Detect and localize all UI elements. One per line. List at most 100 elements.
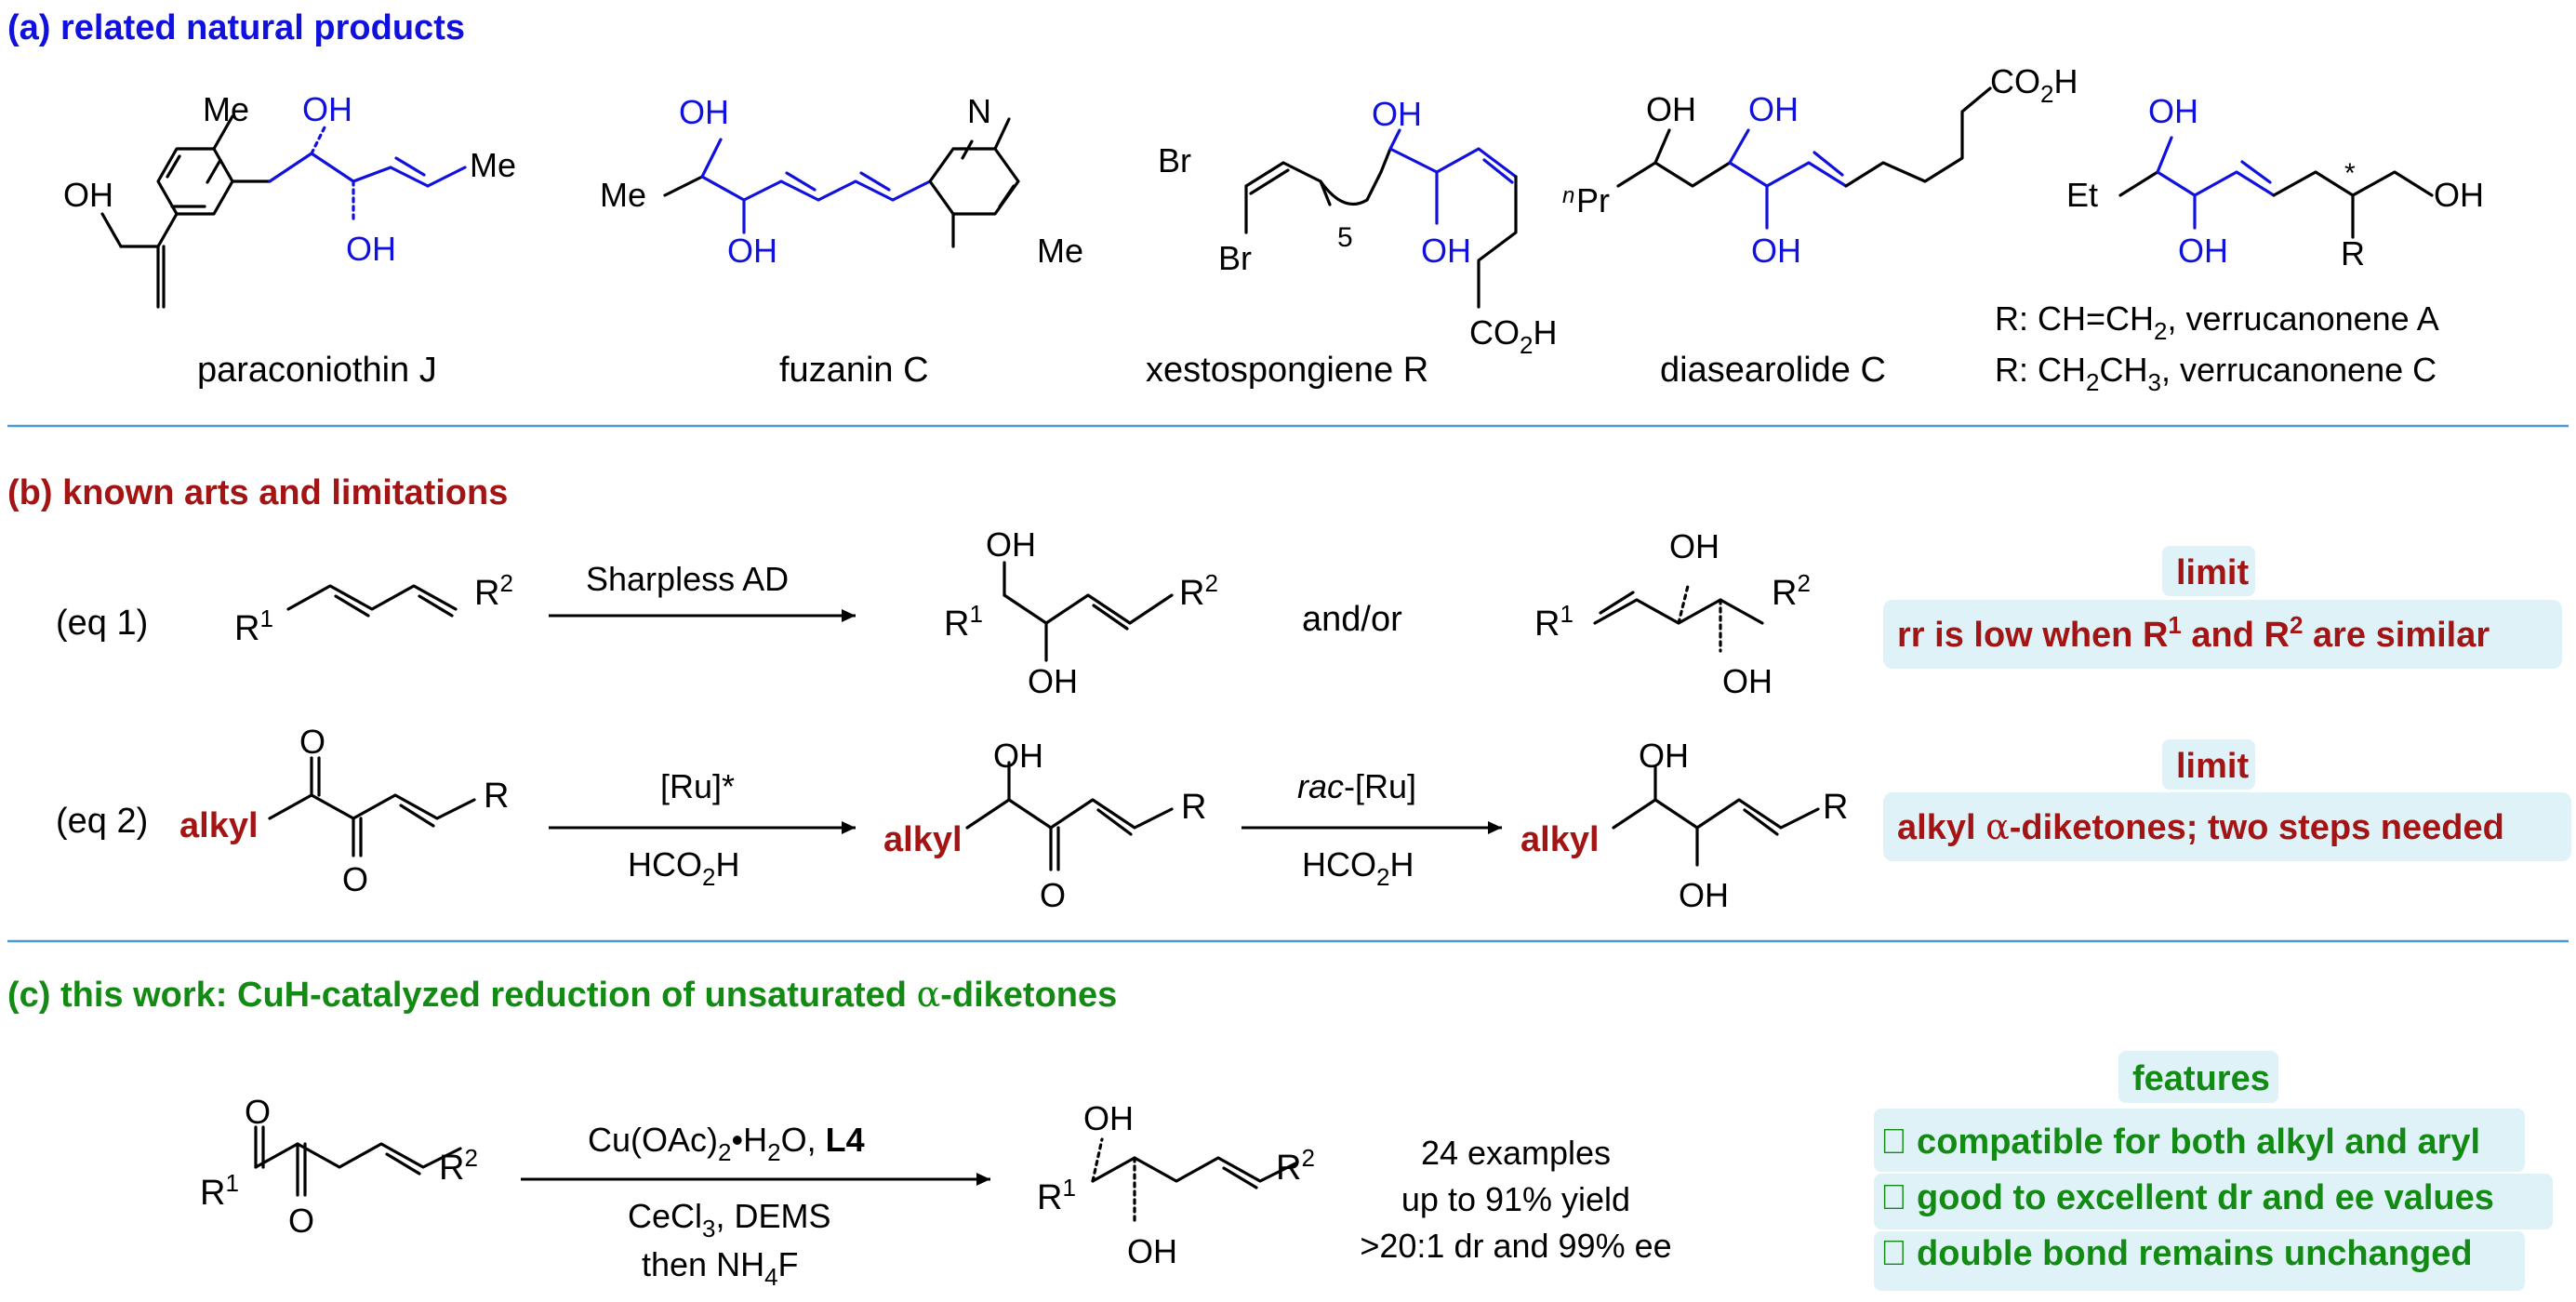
feature-item:   double bond remains unchanged	[1880, 1234, 2473, 1273]
atom-me: Me	[1037, 232, 1083, 270]
atom-r: R	[484, 777, 509, 816]
c-substrate: O O R1 R2	[200, 1093, 478, 1240]
structure-diasearolide-c: OH n Pr OH OH CO2H diasearolide C	[1562, 62, 2078, 390]
atom-oh: OH	[1646, 90, 1696, 128]
limit-box-eq2: limit alkyl α-diketones; two steps neede…	[1883, 739, 2571, 861]
limit-title: limit	[2176, 553, 2249, 592]
alkyl-label: alkyl	[179, 806, 259, 845]
feature-item:   good to excellent dr and ee values	[1880, 1178, 2494, 1217]
atom-oh: OH	[1639, 737, 1689, 775]
atom-r: R	[1823, 788, 1848, 827]
arrowhead	[842, 609, 856, 622]
section-a-header: (a) related natural products	[7, 8, 465, 47]
atom-r: R1	[234, 604, 273, 648]
c-reagent-bottom-2: then NH4F	[642, 1245, 799, 1291]
eq2-reagent-1: [Ru]*	[660, 767, 735, 805]
atom-o: O	[342, 860, 368, 898]
features-box: features   compatible for both alkyl and…	[1874, 1051, 2553, 1291]
atom-oh: OH	[1748, 90, 1799, 128]
atom-oh: OH	[986, 525, 1036, 564]
limit-text: alkyl α-diketones; two steps needed	[1897, 806, 2504, 847]
atom-co2h: CO2H	[1469, 313, 1557, 359]
structure-fuzanin-c: OH Me OH N Me fuzanin C	[600, 92, 1083, 390]
atom-oh: OH	[1679, 876, 1729, 914]
and-or-text: and/or	[1302, 600, 1402, 639]
atom-oh: OH	[1083, 1099, 1134, 1137]
atom-r: R2	[1276, 1144, 1315, 1188]
atom-oh: OH	[679, 93, 729, 131]
eq2-acid-2: HCO2H	[1302, 845, 1414, 891]
atom-oh: OH	[1127, 1232, 1177, 1270]
atom-oh: OH	[727, 232, 777, 270]
atom-co2h: CO2H	[1990, 62, 2078, 108]
section-b-header: (b) known arts and limitations	[7, 473, 508, 512]
c-reagent-top: Cu(OAc)2•H2O, L4	[588, 1121, 865, 1166]
arrowhead	[1488, 821, 1502, 834]
eq1-substrate: R1 R2	[234, 569, 513, 648]
atom-oh: OH	[1669, 527, 1720, 565]
limit-text: rr is low when R1 and R2 are similar	[1897, 611, 2490, 655]
atom-r: R	[2341, 234, 2365, 272]
stat-line: 24 examples	[1421, 1134, 1611, 1172]
section-c-header: (c) this work: CuH-catalyzed reduction o…	[7, 974, 1117, 1015]
eq2-reagent-2: rac-[Ru]	[1297, 767, 1416, 805]
atom-pr: Pr	[1576, 181, 1610, 219]
c-product: OH R1 OH R2	[1037, 1099, 1315, 1270]
atom-br: Br	[1158, 141, 1191, 179]
atom-r: R	[1181, 788, 1206, 827]
atom-et: Et	[2066, 176, 2098, 214]
atom-oh: OH	[1751, 232, 1801, 270]
compound-name: fuzanin C	[779, 351, 929, 390]
r-line-a: R: CH=CH2, verrucanonene A	[1995, 299, 2439, 345]
atom-oh: OH	[302, 90, 352, 128]
structure-verrucanonene: Et OH OH * OH R R: CH=CH2, verrucanonene…	[1995, 92, 2484, 396]
stat-line: >20:1 dr and 99% ee	[1360, 1227, 1671, 1265]
atom-oh: OH	[2434, 176, 2484, 214]
compound-name: paraconiothin J	[197, 351, 437, 390]
eq2-substrate: O O alkyl R	[179, 723, 509, 898]
atom-r: R1	[944, 600, 983, 644]
atom-r: R2	[439, 1144, 478, 1188]
atom-n: N	[967, 92, 991, 130]
structure-paraconiothin-j: Me OH OH Me OH paraconiothin J	[63, 90, 516, 390]
atom-me: Me	[600, 176, 646, 214]
eq2-label: (eq 2)	[56, 802, 148, 841]
atom-oh: OH	[1372, 95, 1422, 133]
atom-r: R2	[1772, 569, 1811, 613]
eq1-product-b: R1 OH OH R2	[1534, 527, 1811, 700]
alkyl-label: alkyl	[883, 820, 963, 859]
atom-oh: OH	[1421, 232, 1471, 270]
atom-oh: OH	[2148, 92, 2198, 130]
c-reagent-bottom-1: CeCl3, DEMS	[628, 1197, 831, 1242]
features-title: features	[2132, 1059, 2270, 1098]
atom-r: R2	[1179, 569, 1218, 613]
eq2-product: OH OH alkyl R	[1520, 737, 1848, 914]
atom-o: O	[288, 1202, 314, 1240]
atom-oh: OH	[2178, 232, 2228, 270]
atom-me: Me	[203, 90, 249, 128]
feature-item:   compatible for both alkyl and aryl	[1880, 1123, 2480, 1162]
chain-count: 5	[1337, 222, 1353, 253]
structure-xestospongiene-r: Br Br 5 OH OH CO2H xestospongiene R	[1146, 95, 1557, 390]
eq1-label: (eq 1)	[56, 604, 148, 643]
atom-o: O	[245, 1093, 271, 1131]
eq1-reagent: Sharpless AD	[586, 560, 789, 598]
atom-oh: OH	[346, 230, 396, 268]
atom-oh: OH	[63, 176, 113, 214]
atom-r: R1	[1037, 1174, 1076, 1217]
stereo-star: *	[2344, 158, 2356, 189]
alkyl-label: alkyl	[1520, 820, 1600, 859]
atom-o: O	[299, 723, 325, 761]
atom-r: R2	[474, 569, 513, 613]
atom-br: Br	[1218, 239, 1252, 277]
compound-name: diasearolide C	[1660, 351, 1886, 390]
atom-o: O	[1040, 876, 1066, 914]
atom-oh: OH	[1028, 662, 1078, 700]
eq2-intermediate: OH O alkyl R	[883, 737, 1206, 914]
stat-line: up to 91% yield	[1401, 1180, 1630, 1218]
r-line-c: R: CH2CH3, verrucanonene C	[1995, 351, 2437, 396]
limit-title: limit	[2176, 747, 2249, 786]
atom-oh: OH	[993, 737, 1043, 775]
atom-n-prefix: n	[1562, 183, 1574, 208]
